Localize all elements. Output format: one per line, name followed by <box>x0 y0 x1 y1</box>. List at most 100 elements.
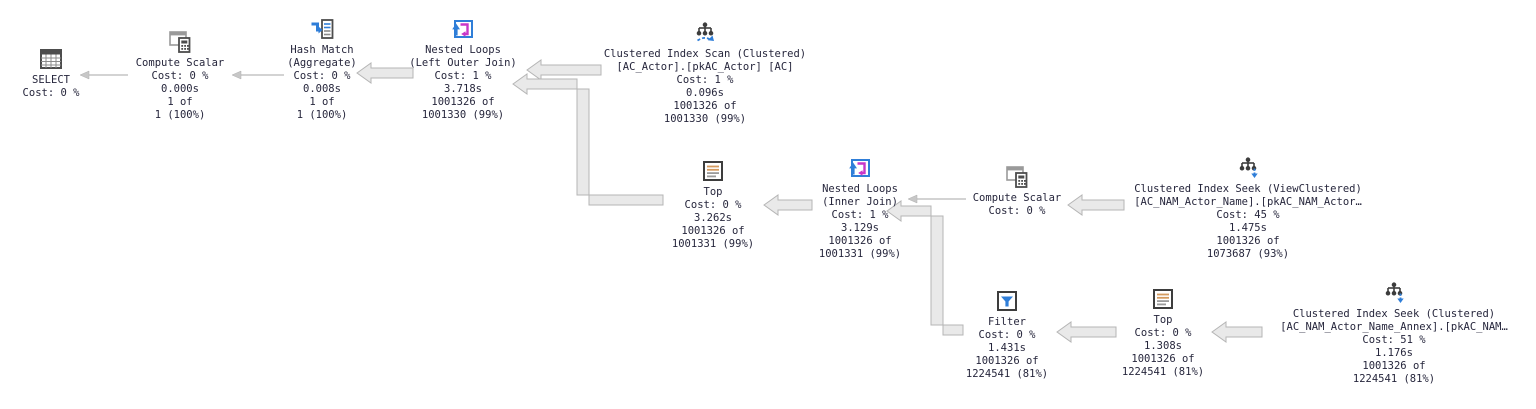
edge-index-seek-annex-to-top2[interactable] <box>1211 321 1263 343</box>
operator-label-block: Nested Loops(Left Outer Join)Cost: 1 %3.… <box>409 44 516 122</box>
index-seek-icon <box>1235 155 1261 181</box>
operator-label-block: Clustered Index Seek (ViewClustered)[AC_… <box>1134 183 1362 261</box>
operator-text-line: 1224541 (81%) <box>1121 366 1205 378</box>
operator-text-line: 1001330 (99%) <box>421 109 505 121</box>
operator-text-line: 1001326 of <box>681 225 745 237</box>
operator-text-line: Clustered Index Seek (Clustered) <box>1292 308 1496 320</box>
operator-text-line: [AC_NAM_Actor_Name].[pkAC_NAM_Actor… <box>1134 196 1362 208</box>
operator-text-line: Cost: 1 % <box>831 209 889 221</box>
operator-text-line: 1001326 of <box>1131 353 1195 365</box>
edge-index-seek-view-to-compute-scalar2[interactable] <box>1067 194 1125 216</box>
operator-text-line: 0.008s <box>303 83 341 95</box>
operator-text-line: 1001330 (99%) <box>663 113 747 125</box>
operator-text-line: Cost: 1 % <box>676 74 734 86</box>
operator-text-line: 1.308s <box>1144 340 1182 352</box>
operator-text-line: Cost: 0 % <box>978 329 1036 341</box>
operator-text-line: 1 of <box>167 96 193 108</box>
operator-text-line: 1001326 of <box>1362 360 1426 372</box>
operator-text-line: 1224541 (81%) <box>1352 373 1436 385</box>
operator-text-line: Clustered Index Scan (Clustered) <box>603 48 807 60</box>
operator-text-line: Filter <box>988 316 1026 328</box>
operator-clustered-index-scan[interactable]: Clustered Index Scan (Clustered)[AC_Acto… <box>545 20 865 126</box>
operator-text-line: 1 (100%) <box>296 109 348 121</box>
edge-compute-scalar-to-select[interactable] <box>79 70 128 80</box>
operator-text-line: (Aggregate) <box>287 57 357 69</box>
operator-clustered-index-seek-annex[interactable]: Clustered Index Seek (Clustered)[AC_NAM_… <box>1234 280 1536 386</box>
operator-clustered-index-seek-viewclustered[interactable]: Clustered Index Seek (ViewClustered)[AC_… <box>1088 155 1408 261</box>
operator-label-block: Clustered Index Seek (Clustered)[AC_NAM_… <box>1280 308 1508 386</box>
top-icon <box>1150 286 1176 312</box>
operator-text-line: Hash Match <box>290 44 354 56</box>
operator-text-line: 1001331 (99%) <box>818 248 902 260</box>
index-scan-icon <box>692 20 718 46</box>
operator-text-line: Cost: 0 % <box>22 87 80 99</box>
operator-text-line: Cost: 1 % <box>434 70 492 82</box>
operator-text-line: 1.431s <box>988 342 1026 354</box>
operator-text-line: Compute Scalar <box>972 192 1062 204</box>
operator-text-line: 1 of <box>309 96 335 108</box>
operator-text-line: 3.718s <box>444 83 482 95</box>
operator-text-line: Cost: 45 % <box>1216 209 1280 221</box>
edge-filter-to-nested-loops-ij[interactable] <box>886 200 964 336</box>
index-seek-icon <box>1381 280 1407 306</box>
operator-text-line: 1224541 (81%) <box>965 368 1049 380</box>
edge-top1-to-nested-loops-loj[interactable] <box>512 73 664 206</box>
compute-scalar-icon <box>1004 164 1030 190</box>
operator-text-line: 3.262s <box>694 212 732 224</box>
operator-text-line: Cost: 0 % <box>293 70 351 82</box>
operator-text-line: 1001326 of <box>431 96 495 108</box>
operator-text-line: 0.000s <box>161 83 199 95</box>
operator-text-line: Compute Scalar <box>135 57 225 69</box>
operator-text-line: SELECT <box>32 74 70 86</box>
operator-text-line: 1001326 of <box>828 235 892 247</box>
edge-nested-loops-loj-to-hash-match[interactable] <box>356 62 414 84</box>
operator-text-line: Nested Loops <box>425 44 501 56</box>
operator-text-line: Cost: 0 % <box>1134 327 1192 339</box>
edge-hash-match-to-compute-scalar[interactable] <box>231 70 284 80</box>
operator-text-line: Cost: 0 % <box>151 70 209 82</box>
operator-label-block: Clustered Index Scan (Clustered)[AC_Acto… <box>604 48 806 126</box>
operator-text-line: [AC_Actor].[pkAC_Actor] [AC] <box>616 61 794 73</box>
operator-text-line: 0.096s <box>686 87 724 99</box>
operator-text-line: (Inner Join) <box>822 196 898 208</box>
edge-nested-loops-ij-to-top1[interactable] <box>763 194 813 216</box>
operator-text-line: 1001326 of <box>975 355 1039 367</box>
operator-text-line: (Left Outer Join) <box>409 57 517 69</box>
operator-text-line: Clustered Index Seek (ViewClustered) <box>1134 183 1362 195</box>
operator-text-line: Cost: 0 % <box>684 199 742 211</box>
nested-loops-icon <box>450 16 476 42</box>
operator-text-line: 1073687 (93%) <box>1206 248 1290 260</box>
operator-nested-loops-left-outer-join[interactable]: Nested Loops(Left Outer Join)Cost: 1 %3.… <box>303 16 623 122</box>
operator-text-line: 3.129s <box>841 222 879 234</box>
operator-text-line: 1.475s <box>1229 222 1267 234</box>
operator-text-line: Top <box>1153 314 1173 326</box>
operator-text-line: 1001326 of <box>1216 235 1280 247</box>
edge-compute-scalar2-to-nested-loops-ij[interactable] <box>907 194 966 204</box>
operator-text-line: 1.176s <box>1375 347 1413 359</box>
operator-text-line: 1001331 (99%) <box>671 238 755 250</box>
operator-text-line: 1 (100%) <box>154 109 206 121</box>
edge-top2-to-filter[interactable] <box>1056 321 1117 343</box>
operator-text-line: Nested Loops <box>822 183 898 195</box>
operator-text-line: Cost: 51 % <box>1362 334 1426 346</box>
operator-text-line: 1001326 of <box>673 100 737 112</box>
operator-text-line: Cost: 0 % <box>988 205 1046 217</box>
